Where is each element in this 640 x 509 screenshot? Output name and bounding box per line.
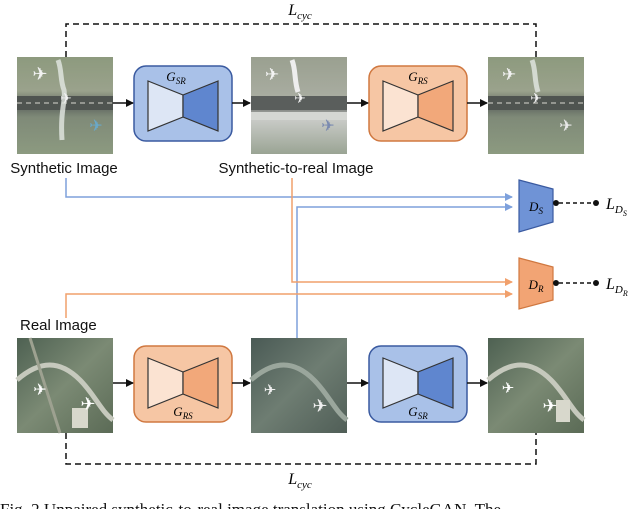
svg-text:✈: ✈ [312, 396, 327, 416]
top-cycle-loss-label: Lcyc [287, 2, 312, 22]
svg-text:✈: ✈ [294, 90, 306, 106]
synthetic-to-real-image-thumb: ✈ ✈ ✈ [251, 57, 347, 154]
discriminator-dr: DR [518, 257, 599, 310]
reconstructed-real-image-thumb: ✈ ✈ [486, 338, 586, 433]
r2s-to-ds-line [296, 203, 513, 338]
generator-sr-top: GSR [133, 65, 233, 142]
s2r-to-dr-line [291, 178, 513, 286]
svg-text:✈: ✈ [502, 65, 516, 84]
svg-text:✈: ✈ [60, 90, 72, 106]
svg-text:✈: ✈ [542, 396, 557, 416]
figure-caption: Fig. 2 Unpaired synthetic-to-real image … [0, 500, 501, 509]
synthetic-image-label: Synthetic Image [10, 160, 118, 177]
discriminator-dr-label: DR [528, 277, 544, 294]
top-cycle-loop [65, 23, 537, 57]
synthetic-image-thumb: ✈ ✈ ✈ [17, 57, 113, 154]
svg-text:✈: ✈ [89, 118, 102, 135]
generator-rs-bottom-label: GRS [173, 404, 193, 421]
discriminator-ds-label: DS [528, 199, 543, 216]
svg-text:✈: ✈ [559, 118, 572, 135]
svg-text:✈: ✈ [32, 64, 47, 84]
discriminator-ds: DS [518, 179, 599, 233]
svg-text:✈: ✈ [530, 90, 542, 106]
generator-rs-top: GRS [368, 65, 468, 142]
generator-rs-top-label: GRS [408, 69, 428, 86]
svg-text:✈: ✈ [264, 382, 277, 399]
svg-text:✈: ✈ [33, 382, 46, 399]
generator-sr-top-label: GSR [166, 69, 186, 86]
generator-rs-bottom: GRS [133, 345, 233, 423]
bottom-cycle-loop [65, 433, 537, 465]
generator-sr-bottom: GSR [368, 345, 468, 423]
generator-sr-bottom-label: GSR [408, 404, 428, 421]
synthetic-to-ds-line [65, 178, 513, 201]
real-image-label: Real Image [20, 317, 97, 334]
dr-loss-label: LDR [605, 276, 628, 298]
reconstructed-synthetic-image-thumb: ✈ ✈ ✈ [488, 57, 584, 154]
real-to-dr-line [65, 290, 513, 318]
synthetic-to-real-image-label: Synthetic-to-real Image [218, 160, 373, 177]
svg-text:✈: ✈ [321, 118, 334, 135]
svg-text:✈: ✈ [265, 65, 279, 84]
svg-text:✈: ✈ [502, 380, 515, 397]
bottom-cycle-loss-label: Lcyc [287, 471, 312, 491]
real-to-synthetic-image-thumb: ✈ ✈ [249, 338, 349, 433]
real-image-thumb: ✈ ✈ [15, 337, 115, 434]
ds-loss-label: LDS [605, 196, 627, 218]
svg-text:✈: ✈ [80, 394, 95, 414]
